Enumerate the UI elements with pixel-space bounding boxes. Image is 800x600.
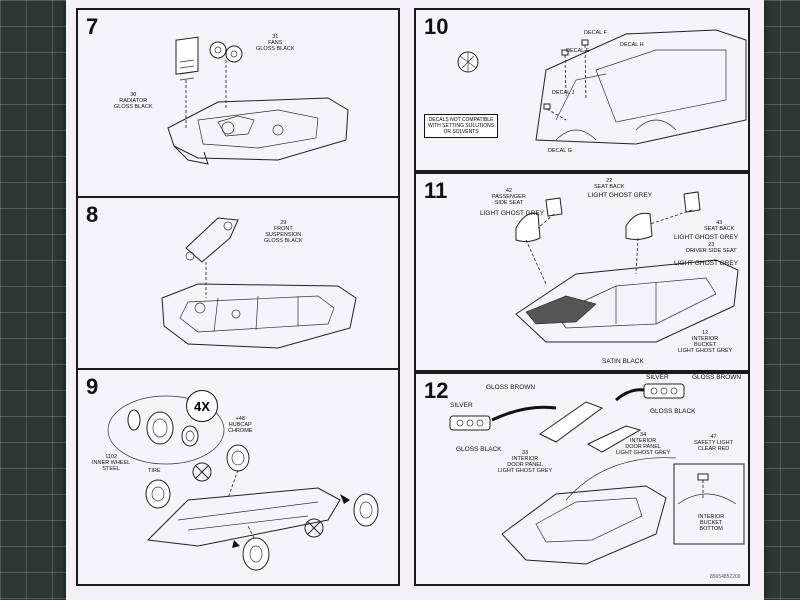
step-8-panel: 8 29 FRONT SUSPENSION GLOSS BLACK bbox=[76, 196, 400, 370]
decal-e-label: DECAL E bbox=[566, 48, 590, 54]
passenger-seat-label: 42 PASSENGER SIDE SEAT bbox=[492, 188, 526, 206]
driver-seat-color: LIGHT GHOST GREY bbox=[674, 260, 739, 267]
step-8-diagram bbox=[161, 217, 357, 349]
step-number: 10 bbox=[424, 14, 449, 39]
safety-light-label: 47 SAFETY LIGHT CLEAR RED bbox=[694, 434, 734, 452]
satin-black-label: SATIN BLACK bbox=[602, 358, 644, 365]
step-number: 11 bbox=[424, 178, 448, 203]
seat-back-right-color: LIGHT GHOST GREY bbox=[674, 234, 739, 241]
front-suspension-label: 29 FRONT SUSPENSION GLOSS BLACK bbox=[264, 220, 303, 244]
interior-bucket-label: 12 INTERIOR BUCKET LIGHT GHOST GREY bbox=[678, 330, 733, 354]
step-12-diagram bbox=[449, 383, 745, 565]
step-number: 9 bbox=[86, 374, 99, 399]
tire-label: TIRE bbox=[148, 468, 161, 474]
gloss-brown-left-label: GLOSS BROWN bbox=[486, 384, 536, 391]
door-panel-left-label: 33 INTERIOR DOOR PANEL LIGHT GHOST GREY bbox=[498, 450, 553, 474]
step-7-panel: 7 31 FANS GLOSS BLACK 30 RADIATOR GLOSS … bbox=[76, 8, 400, 198]
seat-back-right-label: 43 SEAT BACK bbox=[704, 220, 735, 232]
seat-back-left-color: LIGHT GHOST GREY bbox=[588, 192, 653, 199]
passenger-seat-color: LIGHT GHOST GREY bbox=[480, 210, 545, 217]
silver-left-label: SILVER bbox=[450, 402, 473, 409]
instruction-sheet: 7 31 FANS GLOSS BLACK 30 RADIATOR GLOSS … bbox=[66, 0, 764, 600]
step-10-panel: 10 DECAL F DECAL H DECAL E DECAL J DECAL… bbox=[414, 8, 750, 172]
fans-label: 31 FANS GLOSS BLACK bbox=[256, 34, 295, 52]
decal-h-label: DECAL H bbox=[620, 42, 644, 48]
quantity-4x-badge: 4X bbox=[186, 390, 218, 422]
sheet-code: 85654852200 bbox=[710, 574, 741, 580]
step-11-diagram bbox=[515, 191, 739, 343]
step-12-panel: 12 GLOSS BROWN SILVER GLOSS BLACK 33 INT… bbox=[414, 372, 750, 586]
step-9-panel: 9 4X +48 HUBCAP CHROME 1102 INNER WHEEL … bbox=[76, 368, 400, 586]
gloss-brown-right-label: GLOSS BROWN bbox=[692, 374, 742, 381]
step-11-panel: 11 42 PASSENGER SIDE SEAT LIGHT GHOST GR… bbox=[414, 172, 750, 372]
driver-seat-label: 23 DRIVER SIDE SEAT bbox=[686, 242, 737, 254]
step-10-diagram bbox=[457, 29, 747, 145]
step-7-diagram bbox=[167, 36, 349, 165]
door-panel-right-label: 34 INTERIOR DOOR PANEL LIGHT GHOST GREY bbox=[616, 432, 671, 456]
gloss-black-right-label: GLOSS BLACK bbox=[650, 408, 696, 415]
step-9-diagram bbox=[107, 395, 379, 571]
step-number: 8 bbox=[86, 202, 99, 227]
decals-warning-note: DECALS NOT COMPATIBLE WITH SETTING SOLUT… bbox=[424, 114, 499, 138]
gloss-black-left-label: GLOSS BLACK bbox=[456, 446, 502, 453]
decal-f-label: DECAL F bbox=[584, 30, 608, 36]
radiator-label: 30 RADIATOR GLOSS BLACK bbox=[114, 92, 153, 110]
step-number: 7 bbox=[86, 14, 99, 39]
decal-j-label: DECAL J bbox=[552, 90, 575, 96]
bucket-bottom-label: INTERIOR BUCKET BOTTOM bbox=[698, 514, 725, 532]
silver-right-label: SILVER bbox=[646, 374, 669, 381]
hubcap-label: +48 HUBCAP CHROME bbox=[228, 416, 253, 434]
step-number: 12 bbox=[424, 378, 449, 403]
seat-back-left-label: 22 SEAT BACK bbox=[594, 178, 625, 190]
inner-wheel-label: 1102 INNER WHEEL STEEL bbox=[92, 454, 131, 472]
decal-g-label: DECAL G bbox=[548, 148, 572, 154]
